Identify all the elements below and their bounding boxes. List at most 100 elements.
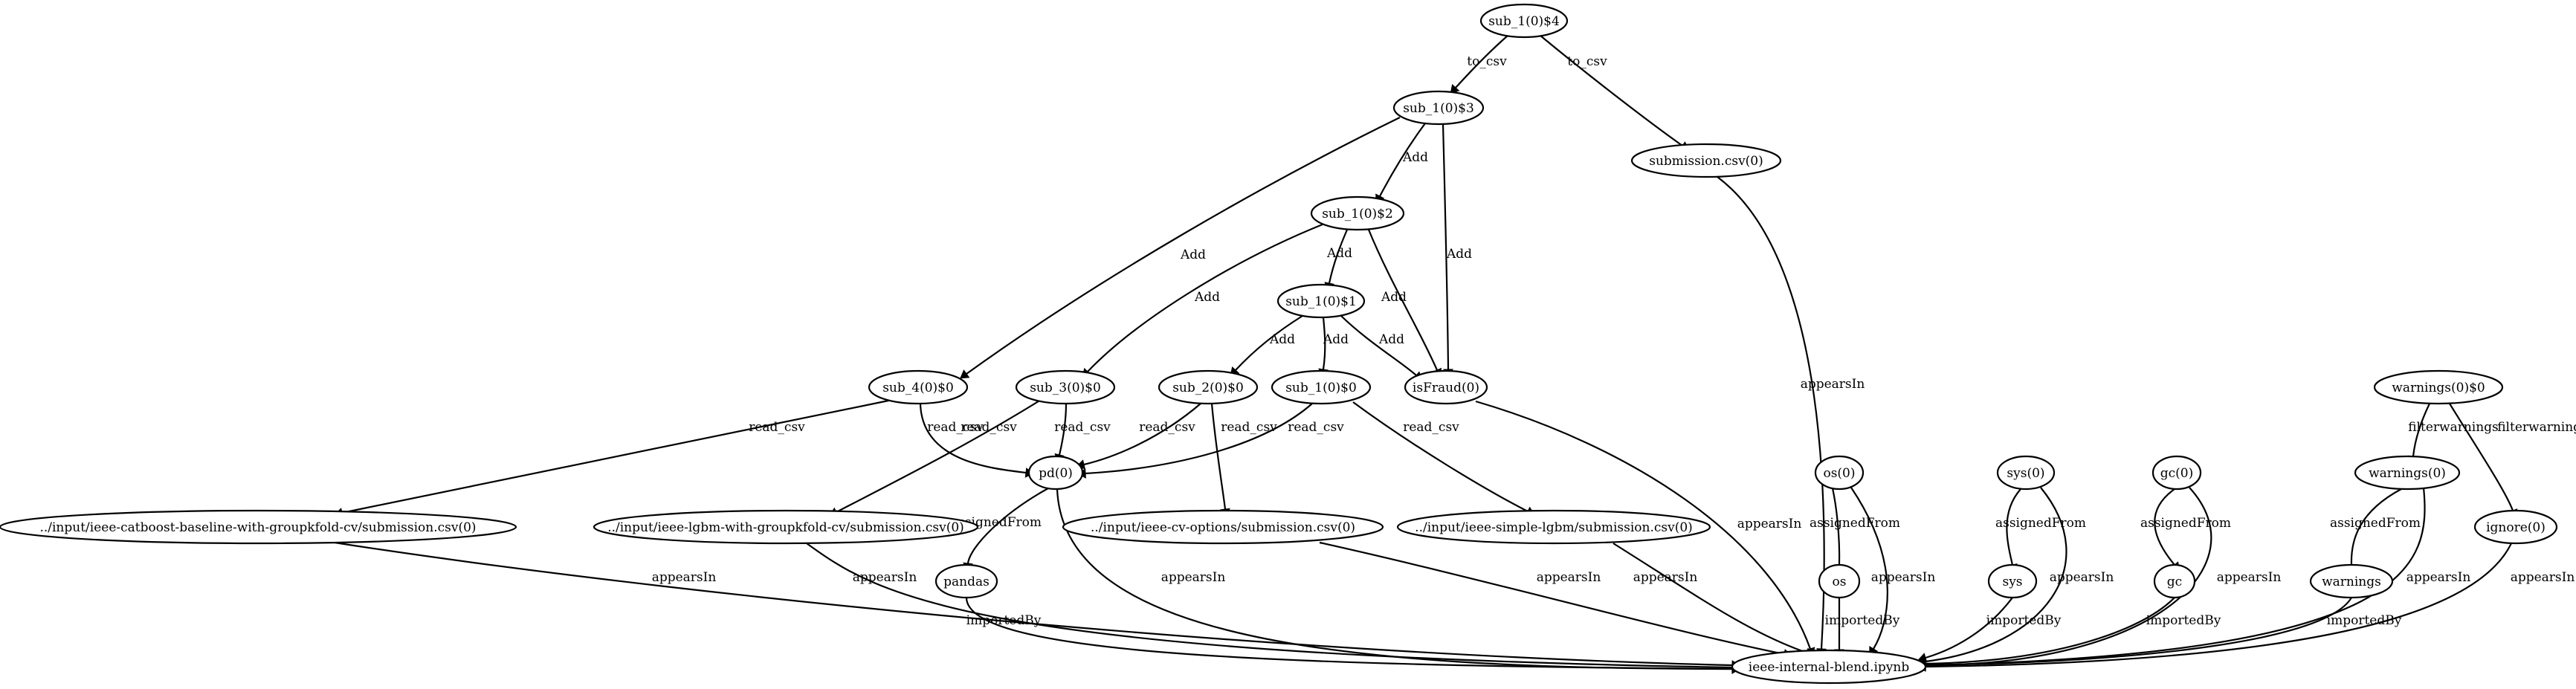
edge-gc-to-notebook: importedBy (1917, 597, 2221, 669)
edge-label: read_csv (961, 420, 1017, 435)
node-label: os(0) (1823, 466, 1855, 481)
edge-line (1475, 400, 1812, 650)
edge-sub1_4-to-sub1_3: to_csv (1450, 35, 1508, 94)
node-ellipse (593, 509, 979, 545)
node-sub2-0[interactable]: sub_2(0)$0 (1158, 369, 1259, 405)
node-ellipse (1015, 369, 1116, 405)
edge-label: Add (1269, 332, 1295, 347)
edge-line (1925, 543, 2512, 668)
node-warnings0[interactable]: warnings(0) (2354, 455, 2461, 491)
edge-label: appearsIn (2217, 570, 2282, 585)
node-label: pandas (943, 575, 990, 589)
edge-line (1925, 597, 2175, 665)
edge-label: read_csv (927, 420, 984, 435)
node-sub1-4[interactable]: sub_1(0)$4 (1479, 3, 1569, 39)
node-pandas[interactable]: pandas (934, 563, 998, 599)
node-lgbm-gkf[interactable]: ../input/ieee-lgbm-with-groupkfold-cv/su… (593, 509, 979, 545)
edge-line (1210, 403, 1227, 510)
edge-label: appearsIn (1537, 570, 1601, 585)
edge-line (1352, 401, 1529, 512)
edge-line (1850, 487, 1888, 650)
node-warnings-0[interactable]: warnings(0)$0 (2373, 369, 2504, 405)
edge-line (965, 597, 1733, 670)
edge-line (2350, 488, 2402, 566)
edge-cvopts-to-notebook: appearsIn (1319, 541, 1792, 659)
node-cvopts[interactable]: ../input/ieee-cv-options/submission.csv(… (1062, 509, 1384, 545)
node-sys0[interactable]: sys(0) (1996, 455, 2056, 491)
node-label: sub_3(0)$0 (1030, 381, 1101, 395)
edge-os-to-notebook: importedBy (1825, 598, 1900, 658)
edge-line (919, 403, 1027, 474)
edge-label: to_csv (1467, 54, 1507, 69)
edge-line (1455, 35, 1508, 88)
node-ellipse (2153, 563, 2196, 599)
edge-sub1_0-to-simple: read_csv (1352, 401, 1535, 516)
edge-sub1_0-to-pd: read_csv (1077, 403, 1344, 479)
node-sub3-0[interactable]: sub_3(0)$0 (1015, 369, 1116, 405)
node-sys[interactable]: sys (1987, 563, 2038, 599)
node-ellipse (2151, 455, 2202, 491)
node-ignore[interactable]: ignore(0) (2473, 509, 2558, 545)
edge-label: importedBy (2327, 613, 2402, 628)
node-sub4-0[interactable]: sub_4(0)$0 (868, 369, 969, 405)
edge-sub3_0-to-lgbm_gkf: read_csv (829, 399, 1042, 517)
edge-simple-to-notebook: appearsIn (1613, 543, 1815, 658)
edge-label: read_csv (1139, 420, 1195, 435)
node-sub1-0[interactable]: sub_1(0)$0 (1271, 369, 1372, 405)
arrowhead-icon (960, 369, 970, 379)
edge-label: Add (1381, 290, 1407, 305)
node-ellipse (2373, 369, 2504, 405)
edge-line (966, 488, 1049, 564)
edge-sub1_1-to-isfraud: Add (1340, 315, 1423, 381)
edge-sub3_0-to-pd: read_csv (1054, 403, 1111, 463)
node-label: ieee-internal-blend.ipynb (1749, 660, 1910, 675)
edge-label: assignedFrom (1810, 516, 1900, 531)
node-ellipse (2473, 509, 2558, 545)
edge-label: appearsIn (2406, 570, 2471, 585)
edge-label: Add (1194, 290, 1220, 305)
edge-line (1925, 487, 2212, 667)
node-label: os (1833, 575, 1847, 589)
node-submission[interactable]: submission.csv(0) (1630, 143, 1782, 178)
edge-label: Add (1326, 246, 1352, 261)
edge-sub1_2-to-sub1_1: Add (1324, 229, 1352, 291)
node-sub1-2[interactable]: sub_1(0)$2 (1310, 195, 1405, 231)
node-catboost[interactable]: ../input/ieee-catboost-baseline-with-gro… (0, 509, 517, 545)
edge-label: importedBy (1825, 613, 1900, 628)
node-label: isFraud(0) (1413, 381, 1479, 395)
edge-line (1367, 229, 1439, 371)
edge-line (1085, 403, 1313, 475)
node-gc[interactable]: gc (2153, 563, 2196, 599)
node-ellipse (1987, 563, 2038, 599)
node-label: sub_1(0)$1 (1285, 294, 1357, 309)
node-ellipse (1814, 455, 1865, 491)
edge-label: appearsIn (2511, 570, 2575, 585)
node-pd[interactable]: pd(0) (1027, 455, 1084, 491)
node-notebook[interactable]: ieee-internal-blend.ipynb (1731, 649, 1927, 685)
node-os[interactable]: os (1818, 563, 1861, 599)
edge-line (1831, 488, 1841, 566)
edge-line (334, 541, 1733, 667)
edge-line (2412, 403, 2430, 457)
node-sub1-3[interactable]: sub_1(0)$3 (1392, 90, 1485, 126)
node-ellipse (1404, 369, 1488, 405)
node-gc0[interactable]: gc(0) (2151, 455, 2202, 491)
edge-gc0-to-gc: assignedFrom (2140, 488, 2231, 572)
node-label: ../input/ieee-lgbm-with-groupkfold-cv/su… (607, 520, 964, 535)
node-label: ../input/ieee-cv-options/submission.csv(… (1091, 520, 1355, 535)
edge-label: appearsIn (853, 570, 917, 585)
edge-label: appearsIn (1871, 570, 1936, 585)
edge-line (1328, 229, 1349, 284)
edge-label: Add (1446, 247, 1472, 262)
node-warnings[interactable]: warnings (2309, 563, 2394, 599)
edge-line (1925, 597, 2013, 659)
node-ellipse (1062, 509, 1384, 545)
node-simple[interactable]: ../input/ieee-simple-lgbm/submission.csv… (1396, 509, 1711, 545)
edge-line (341, 398, 893, 514)
node-label: sub_1(0)$4 (1488, 14, 1560, 29)
node-os0[interactable]: os(0) (1814, 455, 1865, 491)
edge-label: read_csv (1221, 420, 1277, 435)
node-sub1-1[interactable]: sub_1(0)$1 (1276, 283, 1366, 319)
node-isfraud[interactable]: isFraud(0) (1404, 369, 1488, 405)
